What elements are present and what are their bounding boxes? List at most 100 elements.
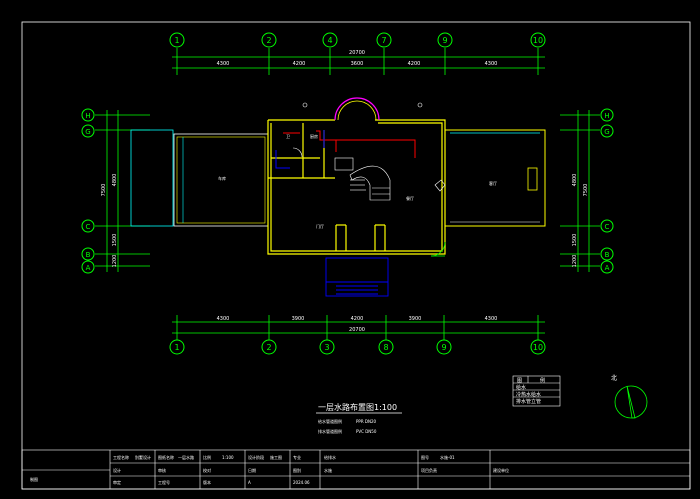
legend-header-1: 图 <box>517 378 522 384</box>
sofa-symbol <box>434 179 446 192</box>
tb-r2-c2: 审核 <box>158 467 166 473</box>
dim-right-2: 1500 <box>572 234 578 247</box>
grid-label-left-h: H <box>85 112 90 120</box>
grid-label-bottom-6: 10 <box>533 343 543 352</box>
tb-r1-c2: 别墅设计 <box>135 454 151 460</box>
dim-right-3: 1200 <box>572 255 578 268</box>
tb-r1-c10: 给排水 <box>324 454 336 460</box>
dim-total-right: 7500 <box>583 184 589 197</box>
note-drain-label: 排水管道图例 <box>318 428 342 434</box>
grid-label-right-a: A <box>605 264 610 272</box>
dim-total-bottom: 20700 <box>349 327 365 333</box>
dim-top-4: 4200 <box>408 61 421 67</box>
room-label-foyer: 门厅 <box>316 223 324 229</box>
dim-top-1: 4300 <box>217 61 230 67</box>
room-label-living: 客厅 <box>489 180 497 186</box>
room-label-garage: 车库 <box>218 175 226 181</box>
tb-r2-c3: 校对 <box>203 467 211 473</box>
grid-label-bottom-1: 1 <box>174 343 179 352</box>
north-label: 北 <box>611 374 617 382</box>
tb-r3-c2: 审定 <box>113 479 121 485</box>
tb-r1-c4: 一层水路 <box>178 454 194 460</box>
grid-label-bottom-2: 2 <box>266 343 271 352</box>
top-grid-bubbles <box>169 32 546 48</box>
tb-r3-c5: A <box>248 480 251 485</box>
grid-label-right-b: B <box>605 251 610 259</box>
tb-r1-c5: 比例 <box>203 454 211 460</box>
dim-bottom-1: 4300 <box>217 316 230 322</box>
north-arrow: 北 <box>611 374 648 419</box>
grid-label-bottom-4: 8 <box>383 343 388 352</box>
bay-window-arc <box>334 97 380 121</box>
dim-bottom-2: 3900 <box>292 316 305 322</box>
floor-plan[interactable]: 车库 客厅 餐厅 卫 厨房 门厅 <box>130 97 546 297</box>
dim-bottom-3: 4200 <box>351 316 364 322</box>
tb-r1-c1: 工程名称 <box>113 454 129 460</box>
entrance-steps <box>325 257 389 297</box>
top-grid-axes <box>172 48 545 75</box>
tb-r1-c6: 1:100 <box>222 455 234 460</box>
grid-label-right-g: G <box>604 128 609 136</box>
grid-label-bottom-3: 3 <box>324 343 329 352</box>
tb-r1-c9: 专业 <box>293 454 301 460</box>
grid-label-top-5: 9 <box>442 36 447 45</box>
title-block <box>21 449 691 490</box>
bottom-grid-bubbles <box>169 339 546 355</box>
drain-pipes <box>275 130 325 169</box>
dim-total-top: 20700 <box>349 50 365 56</box>
dim-top-5: 4300 <box>485 61 498 67</box>
note-supply-value: PPR DN20 <box>356 419 376 424</box>
tb-r1-c7: 设计阶段 <box>248 454 264 460</box>
grid-label-left-b: B <box>86 251 91 259</box>
legend-header-2: 例 <box>540 377 545 384</box>
tb-r3-c1: 制图 <box>30 476 38 482</box>
water-supply-pipes <box>283 130 416 158</box>
right-grid-axes <box>560 110 600 272</box>
tb-r1-c8: 施工图 <box>270 454 282 460</box>
dim-left-2: 1500 <box>112 234 118 247</box>
dim-total-left: 7500 <box>101 184 107 197</box>
tb-r1-c12: 水施-01 <box>440 454 455 460</box>
drawing-title: 一层水路布置图1:100 <box>318 402 397 412</box>
garage-outline <box>130 129 174 227</box>
dim-right-1: 4800 <box>572 174 578 187</box>
bottom-grid-axes <box>172 315 545 340</box>
left-grid-bubbles <box>81 108 95 274</box>
tb-r3-c3: 工程号 <box>158 479 170 485</box>
grid-label-left-a: A <box>86 264 91 272</box>
grid-label-top-2: 2 <box>266 36 271 45</box>
tb-r2-c7: 项目负责 <box>421 467 437 473</box>
room-label-dining: 餐厅 <box>406 195 414 201</box>
tb-r3-c4: 版本 <box>203 479 211 485</box>
grid-label-top-4: 7 <box>381 36 386 45</box>
right-grid-bubbles <box>600 108 614 274</box>
tb-r2-c8: 建设单位 <box>493 467 509 473</box>
dim-bottom-5: 4300 <box>485 316 498 322</box>
note-drain-value: PVC DN50 <box>356 429 377 434</box>
tb-r1-c11: 图号 <box>421 454 429 460</box>
dim-left-1: 4800 <box>112 174 118 187</box>
tb-r1-c3: 图纸名称 <box>158 454 174 460</box>
legend-table <box>512 375 561 407</box>
tb-r2-c1: 设计 <box>113 467 121 473</box>
fireplace <box>527 167 538 191</box>
tb-r2-c4: 日期 <box>248 467 256 473</box>
grid-label-left-g: G <box>85 128 90 136</box>
grid-label-bottom-5: 9 <box>441 343 446 352</box>
left-grid-axes <box>95 110 150 272</box>
dim-top-3: 3600 <box>351 61 364 67</box>
legend-row-1: 给水 <box>516 384 526 391</box>
tb-r2-c6: 水施 <box>324 467 332 473</box>
right-wing-outline <box>444 129 546 227</box>
dim-top-2: 4200 <box>293 61 306 67</box>
room-label-kitchen: 厨房 <box>310 133 318 139</box>
grid-label-top-1: 1 <box>174 36 179 45</box>
room-label-bath: 卫 <box>286 134 290 139</box>
dim-bottom-4: 3900 <box>409 316 422 322</box>
fixture-top-right <box>417 102 423 108</box>
grid-label-left-c: C <box>86 223 91 231</box>
grid-label-right-c: C <box>605 223 610 231</box>
grid-label-top-3: 4 <box>327 36 332 45</box>
grid-label-top-6: 10 <box>533 36 543 45</box>
